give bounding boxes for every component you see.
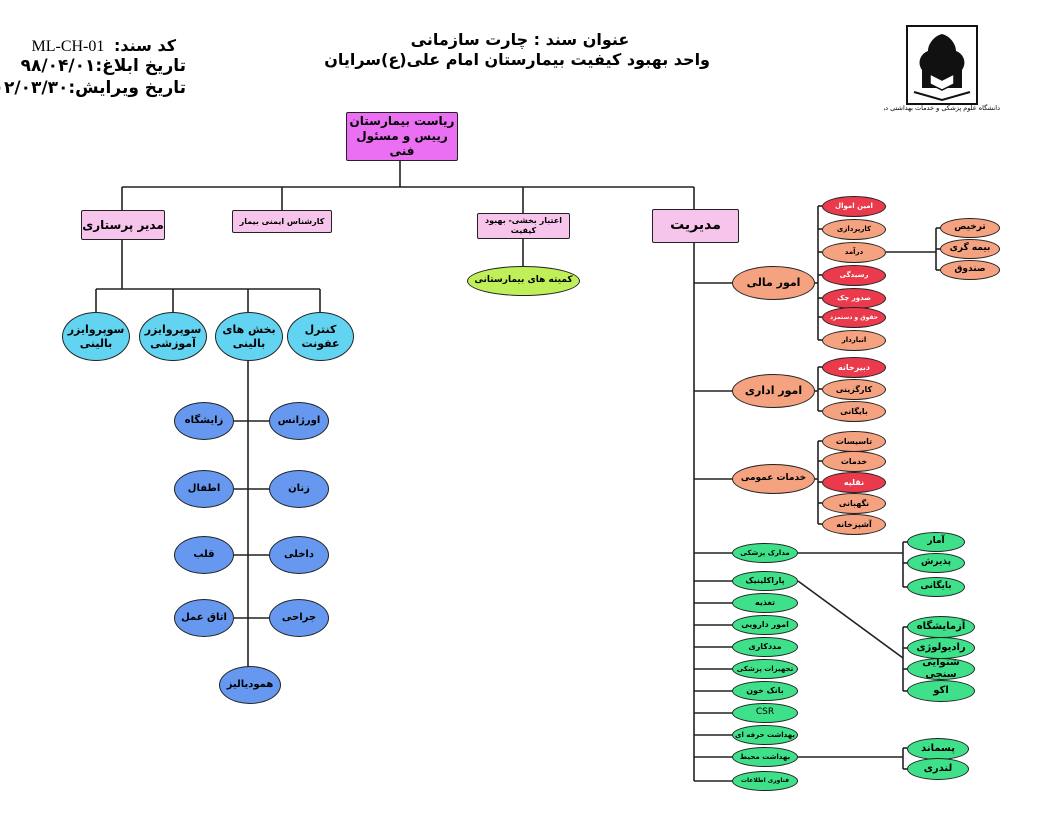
nursing-manager-node: مدیر پرستاری — [81, 210, 165, 240]
env-laundry-node: لندری — [907, 758, 969, 780]
infection-control-node: کنترل عفونت — [287, 312, 354, 361]
patient-safety-node: کارشناس ایمنی بیمار — [232, 210, 332, 233]
clinical-supervisor-node: سوپروایزر بالینی — [62, 312, 130, 361]
admin-item-archive: بایگانی — [822, 401, 886, 422]
records-admission-node: پذیرش — [907, 553, 965, 573]
ward-hemodialysis-node: همودیالیز — [219, 666, 281, 704]
mgmt-social-work: مددکاری — [732, 637, 798, 657]
admin-item-secretariat: دبیرخانه — [822, 357, 886, 378]
clinical-wards-node: بخش های بالینی — [215, 312, 283, 361]
doc-title: عنوان سند : چارت سازمانی — [410, 30, 630, 49]
mgmt-information-technology: فناوری اطلاعات — [732, 771, 798, 791]
revenue-insurance-node: بیمه گری — [940, 239, 1000, 259]
finance-item-payroll: حقوق و دستمزد — [822, 307, 886, 328]
general-item-facilities: تاسیسات — [822, 431, 886, 452]
doc-code-value: ML-CH-01 — [31, 38, 105, 55]
records-archive-node: بایگانی — [907, 577, 965, 597]
finance-item-audit: رسیدگی — [822, 265, 886, 286]
management-node: مدیریت — [652, 209, 739, 243]
paraclinic-echo-node: اکو — [907, 680, 975, 702]
hospital-head-node: ریاست بیمارستان رییس و مسئول فنی — [346, 112, 458, 161]
finance-item-storekeeper: انباردار — [822, 330, 886, 351]
ward-women-node: زنان — [269, 470, 329, 508]
mgmt-pharmacy: امور دارویی — [732, 615, 798, 635]
general-item-kitchen: آشپزخانه — [822, 514, 886, 535]
records-statistics-node: آمار — [907, 532, 965, 552]
revision-date: تاریخ ویرایش:۰۲/۰۳/۳۰ — [0, 78, 186, 98]
mgmt-blood-bank: بانک خون — [732, 681, 798, 701]
general-item-services: خدمات — [822, 451, 886, 472]
ward-emergency-node: اورژانس — [269, 402, 329, 440]
logo-caption: دانشگاه علوم پزشکی و خدمات بهداشتی درمان… — [884, 104, 1000, 112]
general-item-security: نگهبانی — [822, 493, 886, 514]
ward-operating-room-node: اتاق عمل — [174, 599, 234, 637]
university-logo: دانشگاه علوم پزشکی و خدمات بهداشتی درمان… — [884, 24, 1000, 124]
mgmt-paraclinic: پاراکلینیک — [732, 571, 798, 591]
finance-item-asset-custodian: امین اموال — [822, 196, 886, 217]
mgmt-medical-equipment: تجهیزات پزشکی — [732, 659, 798, 679]
finance-item-revenue: درآمد — [822, 242, 886, 263]
issue-date: تاریخ ابلاغ:۹۸/۰۴/۰۱ — [20, 56, 186, 76]
ward-internal-node: داخلی — [269, 536, 329, 574]
doc-code-label: کد سند: — [113, 36, 176, 55]
admin-item-personnel: کارگزینی — [822, 379, 886, 400]
mgmt-nutrition: تغذیه — [732, 593, 798, 613]
doc-code: کد سند: ML-CH-01 — [32, 36, 177, 56]
mgmt-environmental-health: بهداشت محیط — [732, 747, 798, 767]
paraclinic-lab-node: آزمایشگاه — [907, 616, 975, 638]
finance-item-check-issuing: صدور چک — [822, 288, 886, 309]
revenue-discharge-node: ترخیص — [940, 218, 1000, 238]
finance-item-procurement: کارپردازی — [822, 219, 886, 240]
revenue-cashier-node: صندوق — [940, 260, 1000, 280]
university-emblem-icon — [906, 25, 978, 105]
mgmt-csr: CSR — [732, 703, 798, 723]
ward-surgery-node: جراحی — [269, 599, 329, 637]
ward-pediatrics-node: اطفال — [174, 470, 234, 508]
ward-cardiac-node: قلب — [174, 536, 234, 574]
connector-line — [797, 580, 904, 659]
ward-maternity-node: زایشگاه — [174, 402, 234, 440]
accreditation-node: اعتبار بخشی- بهبود کیفیت — [477, 213, 570, 239]
env-waste-node: پسماند — [907, 738, 969, 760]
mgmt-occupational-health: بهداشت حرفه ای — [732, 725, 798, 745]
doc-subtitle: واحد بهبود کیفیت بیمارستان امام علی(ع)سر… — [324, 50, 710, 69]
mgmt-medical-records: مدارک پزشکی — [732, 543, 798, 563]
admin-affairs-node: امور اداری — [732, 374, 815, 408]
hospital-committees-node: کمیته های بیمارستانی — [467, 266, 580, 296]
general-item-transport: نقلیه — [822, 472, 886, 493]
paraclinic-radiology-node: رادیولوژی — [907, 637, 975, 659]
education-supervisor-node: سوپروایزر آموزشی — [139, 312, 207, 361]
finance-affairs-node: امور مالی — [732, 266, 815, 300]
general-services-node: خدمات عمومی — [732, 464, 815, 494]
paraclinic-audiometry-node: شنوایی سنجی — [907, 658, 975, 680]
